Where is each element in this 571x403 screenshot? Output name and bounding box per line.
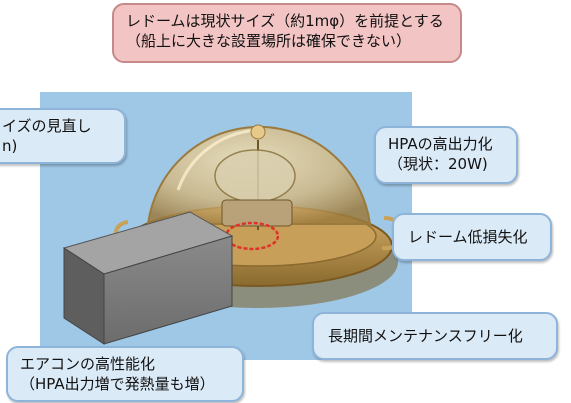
aircon-line-2: （HPA出力増で発熱量も増） (20, 375, 215, 394)
hpa-output-line-2: （現状：20W) (388, 155, 488, 174)
size-review-line-2: n) (2, 137, 18, 156)
premise-line-1: レドームは現状サイズ（約1mφ）を前提とする (126, 12, 444, 30)
maintenance-line-1: 長期間メンテナンスフリー化 (328, 327, 523, 345)
aircon-box-side (103, 235, 233, 345)
antenna-pedestal (221, 199, 293, 227)
dome-highlight (176, 128, 259, 191)
aircon-callout: エアコンの高性能化 （HPA出力増で発熱量も増） (6, 346, 244, 402)
radome-loss-line-1: レドーム低損失化 (408, 228, 528, 246)
radome-loss-callout: レドーム低損失化 (392, 213, 552, 261)
hpa-output-callout: HPAの高出力化 （現状：20W) (374, 126, 518, 184)
aircon-line-1: エアコンの高性能化 (20, 355, 156, 373)
premise-line-2: （船上に大きな設置場所は確保できない） (126, 32, 412, 51)
antenna-reflector (214, 149, 296, 203)
hpa-output-line-1: HPAの高出力化 (388, 135, 493, 153)
premise-callout: レドームは現状サイズ（約1mφ）を前提とする （船上に大きな設置場所は確保できな… (112, 3, 462, 63)
size-review-line-1: イズの見直し (2, 117, 92, 135)
size-review-callout: イズの見直し n) (0, 108, 126, 164)
maintenance-callout: 長期間メンテナンスフリー化 (312, 312, 558, 360)
dome-top-cap (250, 124, 266, 140)
